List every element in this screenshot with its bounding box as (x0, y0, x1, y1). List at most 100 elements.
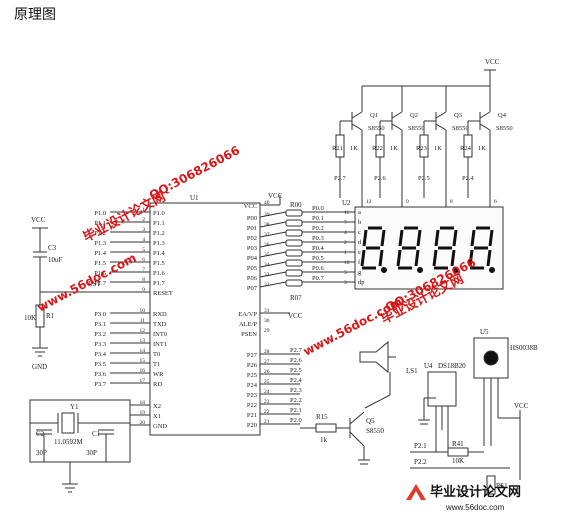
net-P0.5: P0.5 (312, 255, 324, 262)
y1-label: Y1 (70, 403, 79, 411)
mcu-pin-p24: P24 (247, 382, 258, 389)
net-P2.0: P2.0 (290, 417, 302, 424)
mcu-pin-p27: P27 (247, 352, 258, 359)
c3-value: 10uF (48, 256, 63, 264)
mcu-chip (149, 202, 261, 436)
mcu-pin-p13: P1.3 (153, 240, 165, 247)
mcu-pin-num-9: 9 (142, 287, 145, 293)
net-P3.4: P3.4 (94, 351, 106, 358)
q5-label: Q5 (366, 417, 375, 425)
net-base-P2.5: P2.5 (418, 175, 430, 182)
segment-pin-1: 1 (344, 250, 347, 256)
mcu-pin-num-39: 39 (264, 212, 270, 218)
net-P0.3: P0.3 (312, 235, 324, 242)
r07-label: R07 (290, 294, 302, 302)
segment-pin-3: 3 (344, 280, 347, 286)
vcc-sensor-label: VCC (514, 402, 529, 410)
mcu-pin-num-17: 17 (140, 378, 146, 384)
segment-c: c (358, 229, 361, 236)
transistor-q1: Q1 (370, 112, 378, 119)
r1-value: 10K (24, 314, 36, 322)
mcu-pin-num-24: 24 (264, 389, 270, 395)
mcu-pin-num-35: 35 (264, 252, 270, 258)
net-P3.1: P3.1 (94, 321, 106, 328)
mcu-pin-p00: P00 (247, 215, 257, 222)
mcu-pin-num-26: 26 (264, 369, 270, 375)
mcu-pin-num-36: 36 (264, 242, 270, 248)
mcu-pin-p03: P03 (247, 245, 257, 252)
mcu-pin-psen: PSEN (241, 331, 257, 338)
u4-name: DS18B20 (438, 362, 466, 370)
crystal-frame (29, 399, 131, 463)
page-title: 原理图 (14, 7, 56, 23)
net-P2.1: P2.1 (290, 407, 302, 414)
c1-value: 30P (86, 449, 97, 457)
mcu-pin-num-4: 4 (142, 237, 145, 243)
mcu-pin-p10: P1.0 (153, 210, 165, 217)
resistor-value-r21: 1K (350, 145, 358, 152)
mcu-pin-num-3: 3 (142, 227, 145, 233)
mcu-pin-num-10: 10 (140, 308, 146, 314)
resistor-r21: R21 (332, 145, 343, 152)
mcu-pin-num-20: 20 (140, 420, 146, 426)
vcc-label: VCC (31, 216, 46, 224)
mcu-pin-num-1: 1 (142, 207, 145, 213)
net-P2.5: P2.5 (290, 367, 302, 374)
u5-label: U5 (480, 328, 489, 336)
mcu-pin-p12: P1.2 (153, 230, 165, 237)
mcu-pin-p11: P1.1 (153, 220, 165, 227)
display-text: 8.8.8.8. (384, 201, 405, 209)
net-P2.4: P2.4 (290, 377, 302, 384)
r51-label: R51 (496, 482, 508, 490)
vcc-top-label: VCC (268, 192, 283, 200)
transistor-type-q1: S8550 (368, 125, 385, 132)
mcu-pin-p01: P01 (247, 225, 257, 232)
mcu-pin-p23: P23 (247, 392, 257, 399)
sensor-ds18b20 (427, 371, 457, 407)
mcu-pin-num-21: 21 (264, 419, 270, 425)
net-base-P2.7: P2.7 (334, 175, 346, 182)
resistor-r24: R24 (460, 145, 472, 152)
mcu-pin-num-19: 19 (140, 410, 146, 416)
mcu-pin-p04: P04 (247, 255, 258, 262)
ls1-label: LS1 (406, 367, 418, 375)
crystal-y1 (61, 412, 75, 434)
p21-label: P2.1 (414, 442, 427, 450)
net-P0.4: P0.4 (312, 245, 324, 252)
transistor-type-q4: S8550 (496, 125, 513, 132)
footer-site-name: 毕业设计论文网 (430, 484, 521, 500)
mcu-pin-num-27: 27 (264, 359, 270, 365)
mcu-pin-p22: P22 (247, 402, 257, 409)
mcu-pin-num-13: 13 (140, 338, 146, 344)
mcu-pin-num-16: 16 (140, 368, 146, 374)
segment-pin-10: 10 (344, 260, 350, 266)
net-P3.3: P3.3 (94, 341, 106, 348)
segment-dp: dp (358, 279, 365, 286)
mcu-pin-x1: X1 (153, 413, 161, 420)
net-P0.7: P0.7 (312, 275, 324, 282)
vcc-ea-label: VCC (288, 312, 303, 320)
net-P2.2: P2.2 (290, 397, 302, 404)
mcu-pin-num-33: 33 (264, 272, 270, 278)
mcu-pin-num-40: 40 (264, 200, 270, 206)
transistor-q2: Q2 (410, 112, 418, 119)
vcc-top-right-label: VCC (485, 58, 500, 66)
r00-label: R00 (290, 201, 302, 209)
transistor-q3: Q3 (454, 112, 462, 119)
segment-e: e (358, 249, 361, 256)
digit-pin-8: 8 (450, 199, 453, 205)
net-P3.0: P3.0 (94, 311, 106, 318)
resistor-r22: R22 (372, 145, 383, 152)
mcu-pin-p07: P07 (247, 285, 258, 292)
net-P0.1: P0.1 (312, 215, 324, 222)
mcu-pin-p20: P20 (247, 422, 257, 429)
mcu-pin-num-23: 23 (264, 399, 270, 405)
digit-pin-12: 12 (366, 199, 372, 205)
mcu-pin-t0: T0 (153, 351, 160, 358)
segment-pin-11: 11 (344, 210, 350, 216)
segment-b: b (358, 219, 361, 226)
mcu-pin-num-2: 2 (142, 217, 145, 223)
u1-label: U1 (190, 194, 199, 202)
r41-value: 10K (452, 457, 464, 465)
